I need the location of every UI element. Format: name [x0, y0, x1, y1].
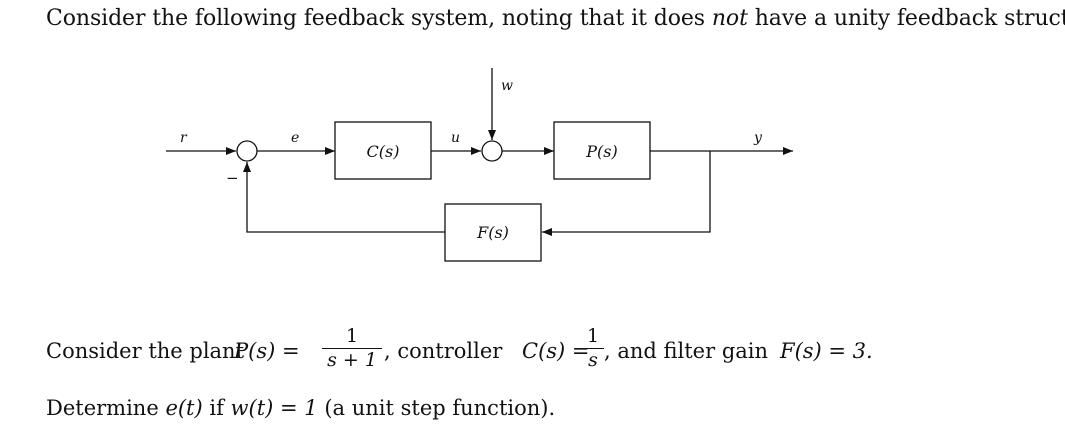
- label-r: r: [180, 130, 188, 146]
- intro-after: have a unity feedback structure:: [754, 6, 1065, 31]
- plant-numerator: 1: [345, 325, 359, 347]
- separator-filter: , and filter gain: [604, 339, 769, 363]
- block-diagram: r − e C(s) u w P(s) y F(s): [166, 68, 793, 262]
- label-e: e: [291, 130, 299, 146]
- block-plant-label: P(s): [585, 142, 617, 161]
- task-e: e(t): [165, 396, 203, 420]
- plant-fraction: 1 s + 1: [322, 324, 382, 373]
- block-controller: [334, 121, 432, 180]
- summing-junction-disturbance: [481, 140, 503, 162]
- intro-emphasis: not: [711, 6, 748, 31]
- block-filter: [444, 203, 542, 262]
- task-prefix: Determine: [46, 396, 166, 420]
- intro-before: Consider the following feedback system, …: [46, 6, 712, 31]
- plant-label: Consider the plant: [46, 339, 245, 363]
- feedback-path-to-filter: [542, 151, 711, 236]
- plant-lhs: P(s) =: [234, 339, 300, 363]
- controller-lhs: C(s) =: [522, 339, 590, 363]
- controller-fraction: 1 s: [582, 324, 604, 373]
- task-if: if: [202, 396, 231, 420]
- separator-controller: , controller: [384, 339, 503, 363]
- summing-junction-error: [236, 140, 258, 162]
- label-minus: −: [226, 169, 239, 187]
- filter-equation: F(s) = 3.: [780, 339, 873, 363]
- task-w: w(t) = 1: [230, 396, 318, 420]
- block-controller-label: C(s): [367, 142, 400, 161]
- intro-text: Consider the following feedback system, …: [46, 6, 1065, 31]
- label-u: u: [451, 130, 460, 146]
- controller-numerator: 1: [586, 325, 600, 347]
- label-w: w: [501, 78, 513, 94]
- label-y: y: [753, 130, 763, 146]
- task-statement: Determine e(t) if w(t) = 1 (a unit step …: [46, 396, 555, 420]
- problem-statement: Consider the plant P(s) = 1 s + 1 , cont…: [46, 324, 1046, 384]
- block-filter-label: F(s): [476, 223, 509, 242]
- feedback-path-to-junction: [243, 162, 445, 233]
- task-suffix: (a unit step function).: [317, 396, 556, 420]
- plant-denominator: s + 1: [327, 349, 377, 371]
- controller-denominator: s: [588, 349, 598, 371]
